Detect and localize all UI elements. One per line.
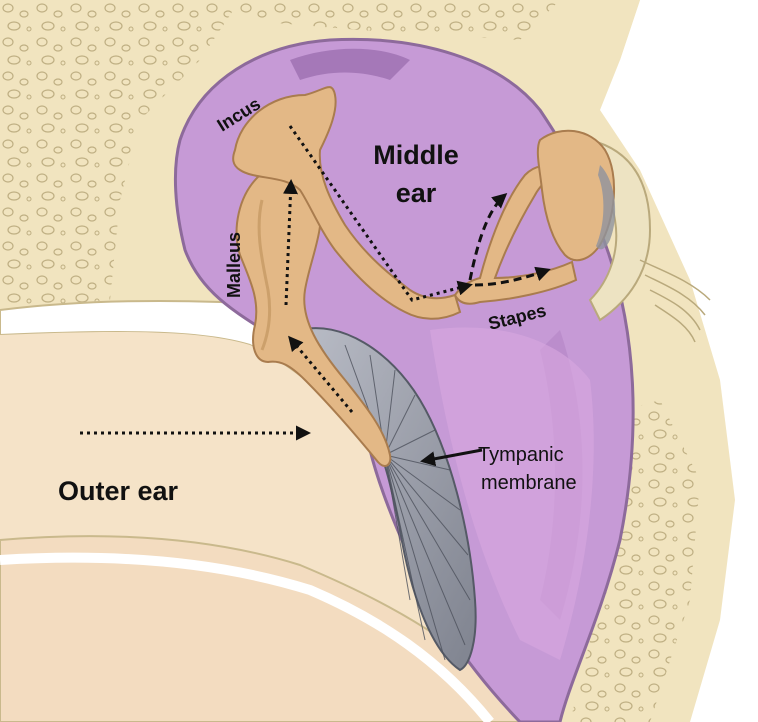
middle-ear-label-line2: ear bbox=[396, 178, 437, 208]
tympanic-label-line2: membrane bbox=[481, 472, 577, 494]
malleus-label: Malleus bbox=[224, 232, 244, 298]
tympanic-label-line1: Tympanic bbox=[478, 444, 564, 466]
outer-ear-label: Outer ear bbox=[58, 476, 179, 506]
middle-ear-label-line1: Middle bbox=[373, 140, 459, 170]
